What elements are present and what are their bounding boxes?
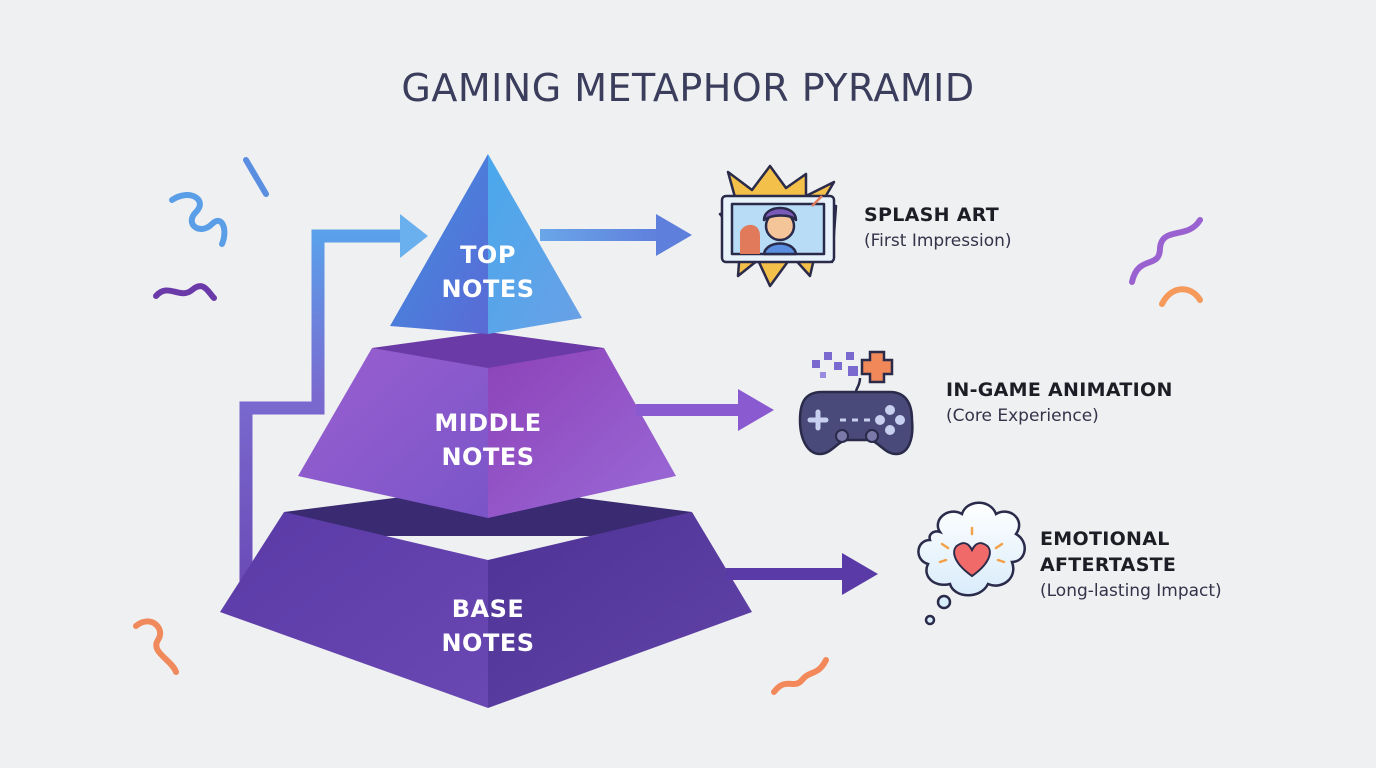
top-tier: [390, 154, 582, 334]
top-tier-label-line2: NOTES: [441, 275, 535, 303]
base-tier-label-line2: NOTES: [441, 629, 535, 657]
middle-tier-label-line2: NOTES: [441, 443, 535, 471]
emotional-aftertaste-title-line2: AFTERTASTE: [1040, 554, 1177, 576]
pixel-trail: [812, 352, 858, 378]
squiggle-orange-right: [1159, 286, 1203, 307]
in-game-animation-subtitle: (Core Experience): [946, 406, 1099, 426]
squiggle-orange-left: [133, 618, 179, 675]
squiggle-orange-bottom: [771, 657, 829, 695]
page-title: GAMING METAPHOR PYRAMID: [401, 66, 975, 110]
connector-arrowhead: [400, 214, 428, 258]
top-tier-label-line1: TOP: [460, 241, 516, 269]
base-tier-label: BASE NOTES: [400, 592, 576, 660]
game-controller-icon: [798, 350, 914, 456]
decorative-squiggles: [133, 157, 1203, 695]
top-tier-label: TOP NOTES: [420, 238, 556, 306]
splash-art-icon: [718, 164, 838, 288]
heart-thought-bubble-icon: [917, 501, 1026, 626]
emotional-aftertaste-subtitle: (Long-lasting Impact): [1040, 581, 1222, 601]
top-tier-right-face: [488, 154, 582, 334]
squiggle-purple-right: [1129, 217, 1203, 285]
top-tier-left-face: [390, 154, 488, 334]
base-tier-label-line1: BASE: [451, 595, 525, 623]
middle-tier-left-face: [298, 348, 488, 518]
middle-tier-right-face: [488, 348, 676, 518]
in-game-animation-title: IN-GAME ANIMATION: [946, 379, 1173, 401]
arrow-middle-to-animation: [636, 389, 774, 431]
arrow-top-to-splash: [540, 214, 692, 256]
squiggle-purple-left: [153, 283, 217, 301]
splash-art-title: SPLASH ART: [864, 204, 1000, 226]
splash-art-subtitle: (First Impression): [864, 231, 1012, 251]
arrow-base-to-aftertaste: [726, 553, 878, 595]
base-tier: [220, 486, 752, 708]
middle-tier: [298, 332, 676, 518]
output-arrows: [540, 214, 878, 595]
base-tier-right-face: [488, 512, 752, 708]
middle-tier-label-line1: MIDDLE: [434, 409, 542, 437]
connector-pipe: [239, 214, 428, 588]
emotional-aftertaste-title-line1: EMOTIONAL: [1040, 528, 1170, 550]
base-tier-left-face: [220, 512, 488, 708]
squiggle-blue-stick: [243, 157, 269, 197]
middle-tier-label: MIDDLE NOTES: [400, 406, 576, 474]
squiggle-blue-left: [169, 192, 228, 247]
